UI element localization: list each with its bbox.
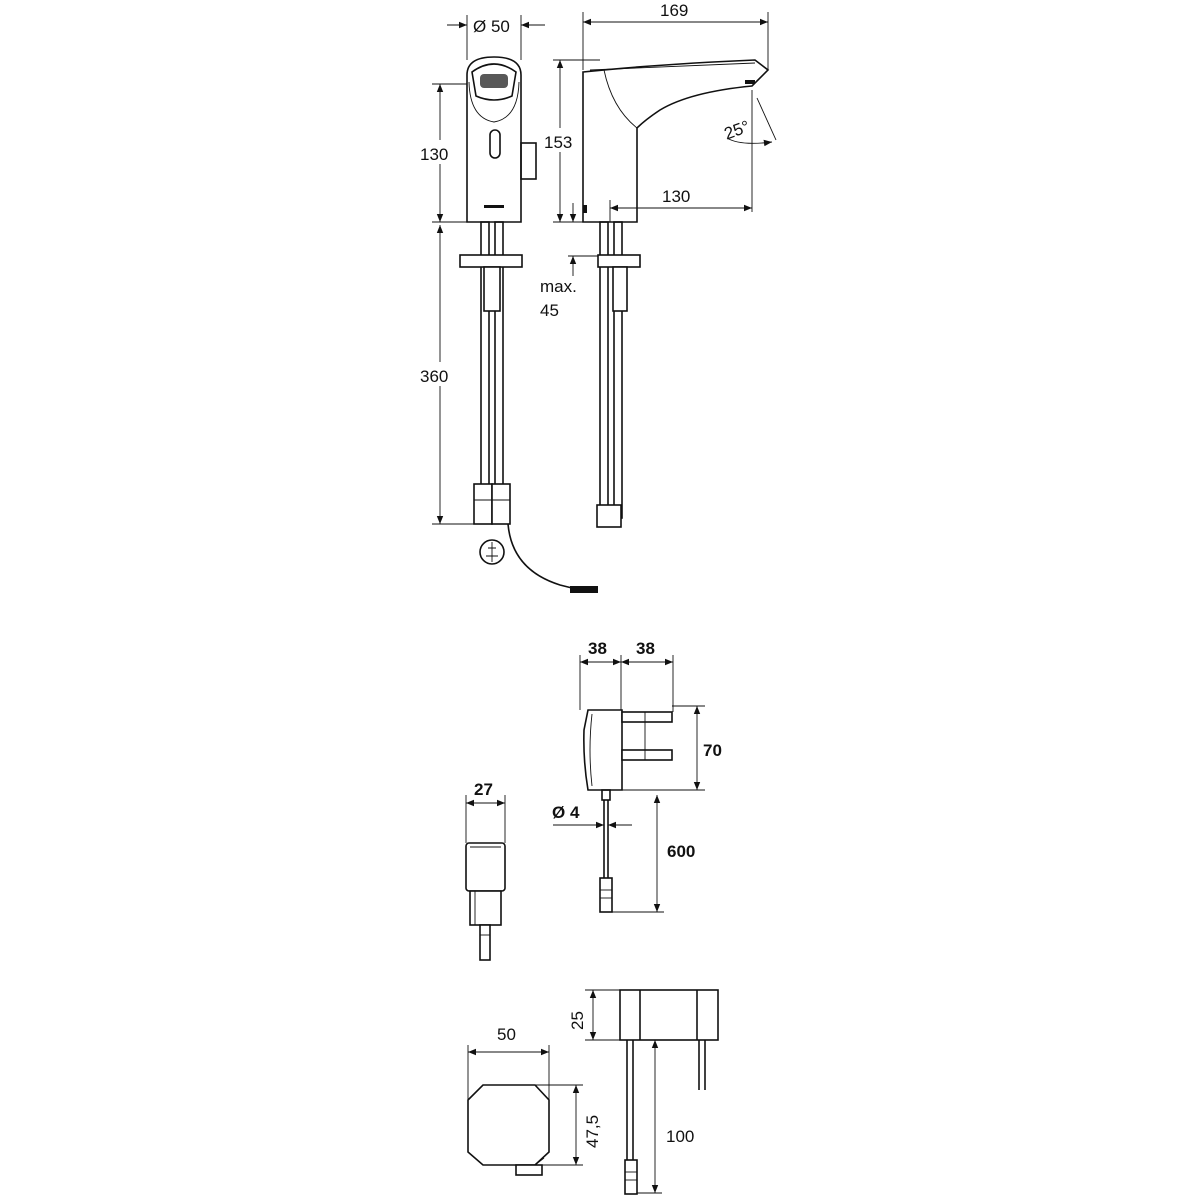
power-adapter <box>583 709 673 913</box>
ground-symbol-icon <box>479 539 505 565</box>
dim-label: 130 <box>420 145 448 164</box>
dim-label: 45 <box>540 301 559 320</box>
dim-label: 25 <box>568 1011 587 1030</box>
dim-label: 50 <box>497 1025 516 1044</box>
dim-adapter-height: 70 <box>622 705 722 791</box>
dim-box-depth: 47,5 <box>535 1084 602 1166</box>
junction-box-top <box>467 1084 550 1176</box>
dim-label: 70 <box>703 741 722 760</box>
dim-side-reach: 130 <box>609 90 753 222</box>
dim-adapter-widths: 38 38 <box>579 639 674 712</box>
dim-label: 130 <box>662 187 690 206</box>
dim-spout-angle: 25° <box>722 97 777 147</box>
dim-box-width: 50 <box>467 1025 550 1152</box>
dim-cable-diameter: Ø 4 <box>552 803 632 829</box>
dim-label: 153 <box>544 133 572 152</box>
dim-label: 27 <box>474 780 493 799</box>
dim-lead-length: 100 <box>637 1040 694 1194</box>
dim-box-height: 25 <box>568 989 620 1041</box>
dim-hose-length: 360 <box>418 225 474 525</box>
dim-label: 25° <box>722 117 753 144</box>
dim-label: 600 <box>667 842 695 861</box>
dim-label: Ø 4 <box>552 803 580 822</box>
dim-side-length: 169 <box>582 1 769 70</box>
dim-label: 38 <box>588 639 607 658</box>
dim-label: 47,5 <box>583 1115 602 1148</box>
dim-label: 360 <box>420 367 448 386</box>
plug <box>465 842 506 961</box>
dim-plug-width: 27 <box>465 780 506 843</box>
dim-label: Ø 50 <box>473 17 510 36</box>
dim-label: 38 <box>636 639 655 658</box>
dim-label: 100 <box>666 1127 694 1146</box>
faucet-front-view <box>459 56 598 593</box>
dim-front-diameter: Ø 50 <box>447 15 545 60</box>
junction-box-side <box>619 989 719 1195</box>
dim-label: max. <box>540 277 577 296</box>
dim-cable-length: 600 <box>612 795 695 913</box>
dim-max-thickness: max. 45 <box>540 203 598 320</box>
dim-label: 169 <box>660 1 688 20</box>
dim-front-height: 130 <box>418 83 467 223</box>
faucet-side-view <box>582 59 770 528</box>
dim-side-height: 153 <box>542 59 600 223</box>
